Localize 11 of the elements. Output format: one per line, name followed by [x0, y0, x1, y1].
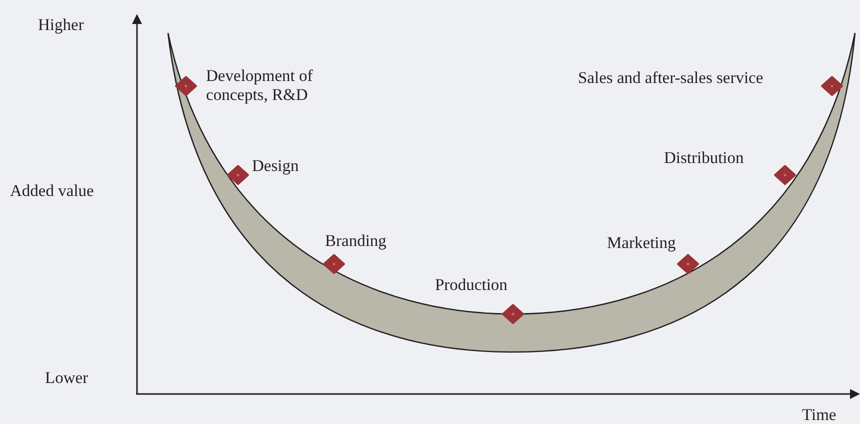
stage-label: Development of concepts, R&D [206, 66, 314, 104]
stage-label: Branding [325, 231, 386, 250]
stage-label: Marketing [607, 233, 676, 252]
axis-label: Time [802, 405, 836, 424]
stage-label: Production [435, 275, 508, 294]
stage-label: Sales and after-sales service [578, 68, 764, 87]
stage-label: Design [252, 156, 299, 175]
axis-label: Higher [38, 15, 84, 34]
axis-label: Added value [10, 181, 94, 200]
axis-label: Lower [45, 368, 88, 387]
stage-label: Distribution [664, 148, 744, 167]
